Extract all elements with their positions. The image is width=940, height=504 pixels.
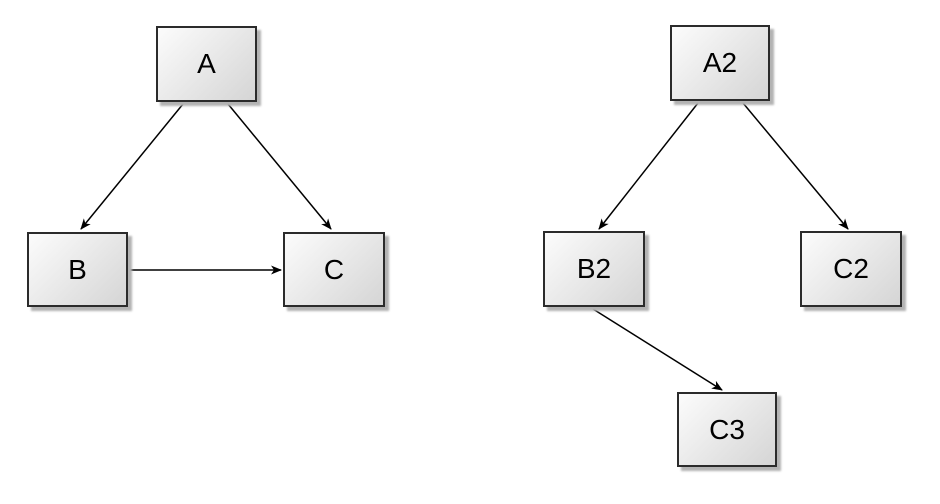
node-C3[interactable]: C3: [677, 392, 777, 467]
node-A[interactable]: A: [156, 26, 257, 102]
node-label: C3: [709, 413, 745, 445]
node-label: C2: [833, 253, 869, 284]
node-label: B: [68, 253, 87, 285]
node-B2[interactable]: B2: [543, 231, 645, 307]
edge-A-to-C: [227, 103, 332, 230]
node-label: A: [197, 48, 216, 79]
edge-A2-to-B2: [598, 102, 699, 230]
node-B[interactable]: B: [27, 232, 128, 307]
edge-B2-to-C3: [592, 308, 723, 391]
node-A2[interactable]: A2: [670, 25, 770, 101]
node-label: B2: [576, 253, 612, 284]
edge-A2-to-C2: [742, 102, 849, 230]
node-C[interactable]: C: [283, 232, 385, 307]
node-C2[interactable]: C2: [800, 231, 902, 307]
node-label: A2: [702, 47, 738, 78]
edge-A-to-B: [80, 103, 184, 230]
node-label: C: [323, 253, 345, 285]
